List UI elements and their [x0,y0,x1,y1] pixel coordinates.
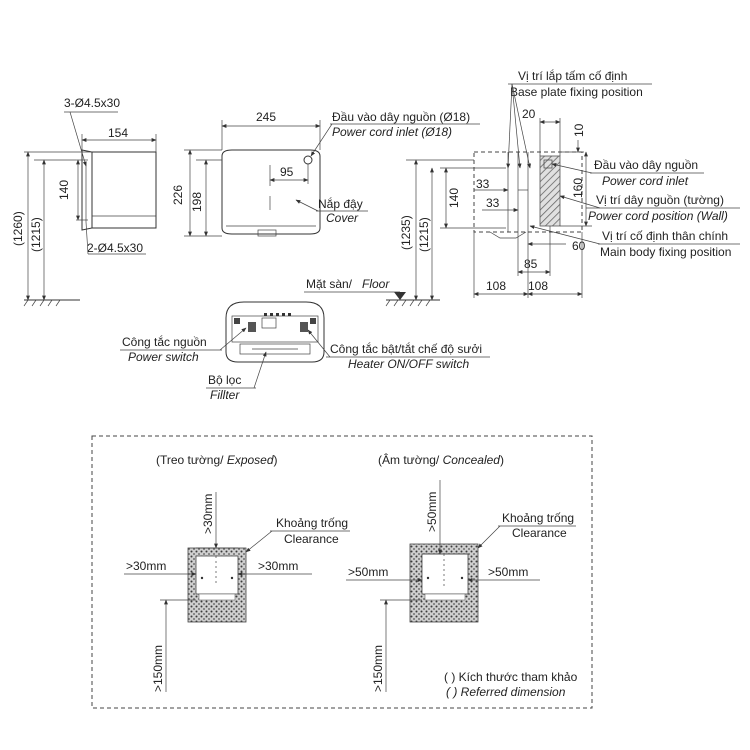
side-dim-1215: (1215) [29,217,43,252]
side-width: 154 [108,126,128,140]
back-main-fix-vi: Vị trí cố định thân chính [602,229,728,243]
back-base-plate-vi: Vị trí lắp tấm cố định [518,68,627,83]
front-height-226: 226 [171,185,185,205]
bottom-filter-en: Fillter [210,388,240,402]
back-dim-33a: 33 [476,177,490,191]
back-dim-140: 140 [447,188,461,208]
bottom-power-switch-en: Power switch [128,350,199,364]
front-cover-vi: Nắp đậy [318,196,363,211]
front-inlet-offset: 95 [280,165,294,179]
back-dim-1215: (1215) [417,217,431,252]
front-inlet-en: Power cord inlet (Ø18) [332,125,452,139]
back-dim-108b: 108 [528,279,548,293]
front-floor-vi: Mặt sàn/ [306,277,353,291]
side-hole-bottom: 2-Ø4.5x30 [87,241,143,255]
concealed-left: >50mm [348,565,388,579]
side-dim-140: 140 [57,180,71,200]
exposed-top: >30mm [201,494,215,534]
note-vi: ( ) Kích thước tham khảo [444,670,578,684]
back-inlet-en: Power cord inlet [602,174,689,188]
back-dim-85: 85 [524,257,538,271]
back-base-plate-en: Base plate fixing position [510,85,643,99]
bottom-heater-en: Heater ON/OFF switch [348,357,469,371]
back-dim-33b: 33 [486,196,500,210]
concealed-top: >50mm [425,492,439,532]
side-dim-1260: (1260) [11,211,25,246]
exposed-left: >30mm [126,559,166,573]
concealed-clearance-vi: Khoảng trống [502,511,574,525]
exposed-right: >30mm [258,559,298,573]
concealed-right: >50mm [488,565,528,579]
concealed-bottom: >150mm [371,645,385,692]
exposed-bottom: >150mm [151,645,165,692]
back-cord-pos-vi: Vị trí dây nguồn (tường) [596,193,724,207]
front-cover-en: Cover [326,211,359,225]
exposed-clearance-vi: Khoảng trống [276,516,348,530]
back-view: Vị trí lắp tấm cố định Base plate fixing… [399,68,740,301]
exposed-clearance-en: Clearance [284,532,339,546]
back-inlet-vi: Đầu vào dây nguồn [594,158,698,172]
back-dim-1235: (1235) [399,215,413,250]
side-view: 154 3-Ø4.5x30 140 2-Ø4.5x30 (1260) (1215… [11,96,157,307]
bottom-heater-vi: Công tắc bật/tắt chế độ sưởi [330,341,482,356]
back-cord-pos-en: Power cord position (Wall) [588,209,728,223]
front-width: 245 [256,110,276,124]
front-height-198: 198 [190,192,204,212]
front-floor-en: Floor [362,277,390,291]
bottom-view: Công tắc nguồn Power switch Công tắc bật… [120,301,490,402]
bottom-filter-vi: Bộ lọc [208,373,241,387]
concealed-heading: (Âm tường/ Concealed) [378,452,504,467]
concealed-clearance-en: Clearance [512,526,567,540]
side-hole-top: 3-Ø4.5x30 [64,96,120,110]
back-dim-10: 10 [572,123,586,137]
back-main-fix-en: Main body fixing position [600,245,731,259]
back-dim-108a: 108 [486,279,506,293]
back-dim-160: 160 [571,178,585,198]
bottom-power-switch-vi: Công tắc nguồn [122,334,207,349]
back-dim-20: 20 [522,107,536,121]
clearance-panel: (Treo tường/ Exposed) (Âm tường/ Conceal… [91,435,593,709]
exposed-heading: (Treo tường/ Exposed) [156,453,278,467]
back-dim-60: 60 [572,239,586,253]
front-view: 245 95 226 198 Đầu vào dây nguồn (Ø18) P… [171,110,480,307]
note-en: ( ) Referred dimension [446,685,566,699]
front-inlet-vi: Đầu vào dây nguồn (Ø18) [332,110,470,124]
